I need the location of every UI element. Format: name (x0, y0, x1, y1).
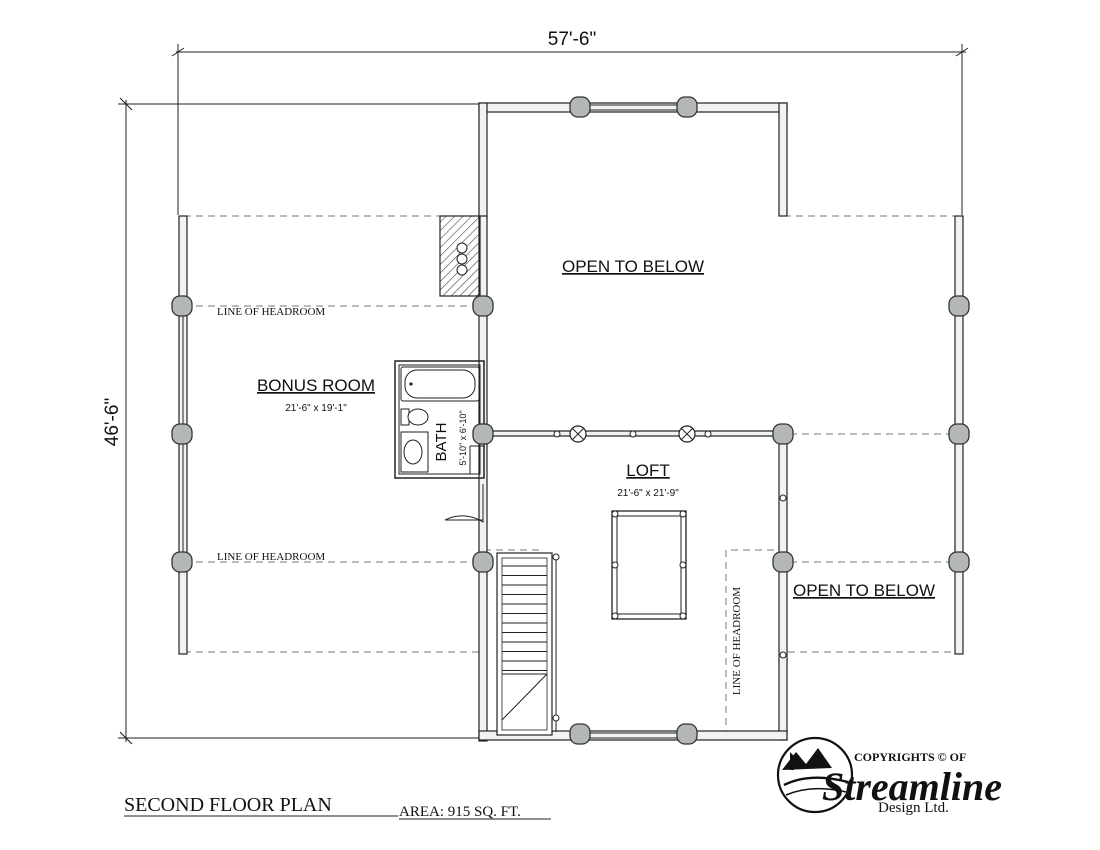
staircase (496, 552, 553, 736)
bonus-room-size: 21'-6" x 19'-1" (285, 403, 347, 414)
loft-rail-details (553, 430, 787, 659)
chimney (439, 215, 481, 297)
stair-treads (502, 565, 547, 671)
plan-area: AREA: 915 SQ. FT. (399, 804, 521, 820)
plan-title: SECOND FLOOR PLAN (124, 794, 332, 816)
depth-dimension-label: 46'-6" (102, 398, 123, 446)
bonus-room-label: BONUS ROOM (257, 376, 375, 395)
bottom-window (580, 732, 686, 739)
width-dimension-label: 57'-6" (548, 29, 596, 50)
streamline-logo: COPYRIGHTS © OF Streamline Design Ltd. (776, 736, 1002, 816)
pool-table (611, 510, 687, 620)
bath-size: 5'-10" x 6'-10" (458, 410, 468, 465)
log-posts (171, 96, 970, 745)
open-to-below-top-label: OPEN TO BELOW (562, 257, 704, 276)
headroom-lower-label: LINE OF HEADROOM (217, 551, 325, 563)
open-to-below-right-label: OPEN TO BELOW (793, 581, 935, 600)
ceiling-light-fixture-left (569, 425, 587, 443)
loft-label: LOFT (626, 461, 669, 480)
stair-landing (501, 553, 560, 732)
top-window (580, 104, 686, 111)
bathroom (394, 360, 485, 479)
logo-brand: Streamline (822, 764, 1002, 809)
dashed-roof-outline (184, 215, 958, 735)
width-dimension-line (171, 44, 969, 215)
bath-label: BATH (433, 423, 450, 462)
depth-dimension-line (118, 97, 484, 745)
exterior-walls (178, 102, 964, 742)
headroom-upper-label: LINE OF HEADROOM (217, 306, 325, 318)
bonus-room-door (444, 484, 484, 523)
loft-size: 21'-6" x 21'-9" (617, 488, 679, 499)
logo-copyright: COPYRIGHTS © OF (854, 750, 966, 764)
headroom-loft-label: LINE OF HEADROOM (731, 587, 743, 695)
logo-subtitle: Design Ltd. (878, 800, 949, 816)
ceiling-light-fixture-right (678, 425, 696, 443)
